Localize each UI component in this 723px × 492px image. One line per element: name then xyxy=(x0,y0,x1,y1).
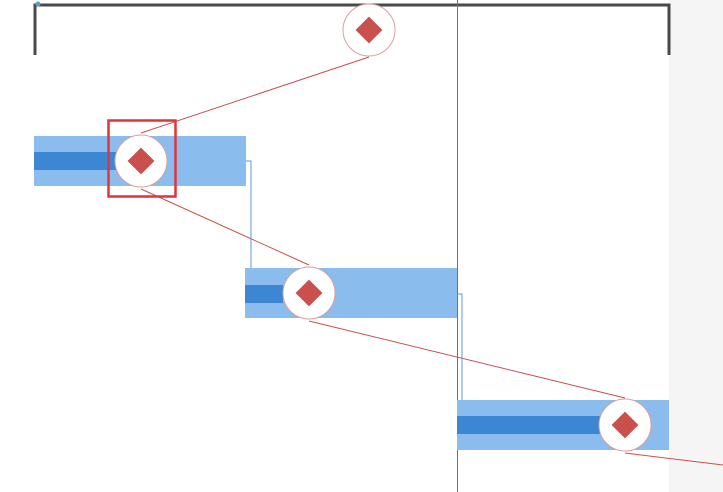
dependency-link xyxy=(457,293,463,401)
critical-link xyxy=(140,56,370,134)
side-panel xyxy=(669,0,723,492)
task-bar-2[interactable] xyxy=(245,268,457,318)
task-1-milestone[interactable] xyxy=(114,134,168,188)
task-progress-bar xyxy=(457,416,601,434)
summary-task-bar[interactable] xyxy=(33,1,671,56)
task-2-milestone[interactable] xyxy=(282,266,336,320)
summary-milestone[interactable] xyxy=(342,3,396,57)
diamond-icon xyxy=(127,147,155,175)
summary-bracket xyxy=(33,3,671,55)
task-progress-bar xyxy=(245,285,283,303)
critical-link xyxy=(624,452,723,466)
critical-link xyxy=(140,188,310,266)
critical-path-links xyxy=(140,56,723,466)
summary-start-marker xyxy=(35,1,41,7)
task-3-milestone[interactable] xyxy=(598,398,652,452)
dependency-link xyxy=(246,160,252,269)
selection-box xyxy=(107,119,177,198)
critical-link xyxy=(308,320,626,399)
